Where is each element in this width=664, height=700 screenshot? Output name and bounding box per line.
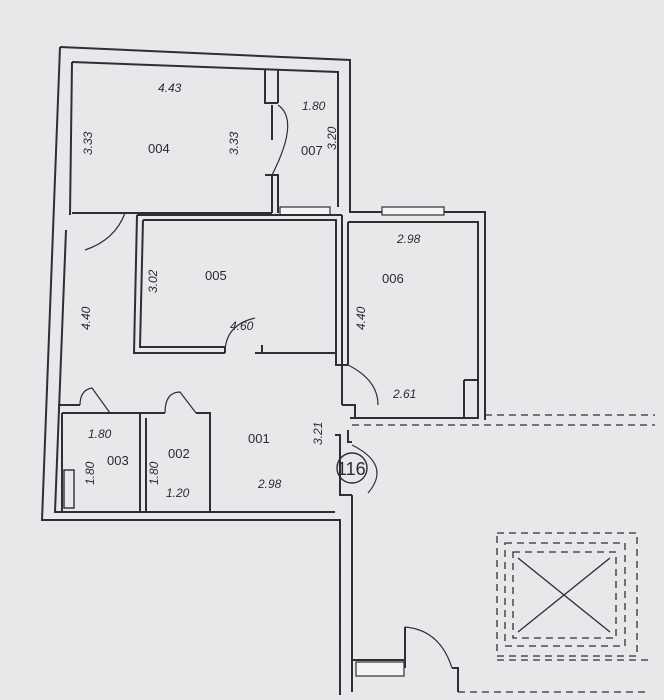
room-label-006: 006 bbox=[382, 271, 404, 286]
dim-006-bottom: 2.61 bbox=[392, 387, 416, 401]
dim-004-right: 3.33 bbox=[227, 131, 241, 155]
dim-004-left: 3.33 bbox=[81, 131, 95, 155]
room-label-002: 002 bbox=[168, 446, 190, 461]
room-label-004: 004 bbox=[148, 141, 170, 156]
window-006 bbox=[381, 206, 445, 216]
room-label-001: 001 bbox=[248, 431, 270, 446]
apartment-number: 116 bbox=[337, 459, 366, 479]
dim-005-left: 3.02 bbox=[146, 269, 160, 293]
room-label-005: 005 bbox=[205, 268, 227, 283]
room-006-walls bbox=[335, 215, 479, 419]
dim-006-left: 4.40 bbox=[354, 306, 368, 330]
entrance bbox=[352, 659, 459, 692]
shaft-symbol bbox=[458, 532, 650, 693]
dim-005-bottom: 4.60 bbox=[230, 319, 254, 333]
dim-hall-left: 4.40 bbox=[79, 306, 93, 330]
door-swings bbox=[79, 104, 453, 669]
dim-001-right: 3.21 bbox=[311, 422, 325, 445]
hall-walls bbox=[58, 404, 352, 512]
room-label-003: 003 bbox=[107, 453, 129, 468]
dim-002-left: 1.80 bbox=[147, 461, 161, 485]
window-007 bbox=[279, 206, 331, 216]
room-label-007: 007 bbox=[301, 143, 323, 158]
dim-003-top: 1.80 bbox=[88, 427, 112, 441]
dim-004-top: 4.43 bbox=[158, 81, 182, 95]
apartment-number-marker: 116 bbox=[336, 452, 368, 484]
dim-007-right: 3.20 bbox=[325, 126, 339, 150]
dim-001-bottom: 2.98 bbox=[257, 477, 282, 491]
dim-006-top: 2.98 bbox=[396, 232, 421, 246]
dim-007-top: 1.80 bbox=[302, 99, 326, 113]
outer-walls bbox=[40, 46, 486, 695]
room-004-walls bbox=[72, 70, 279, 214]
dim-003-left: 1.80 bbox=[83, 461, 97, 485]
dim-002-bottom: 1.20 bbox=[166, 486, 190, 500]
